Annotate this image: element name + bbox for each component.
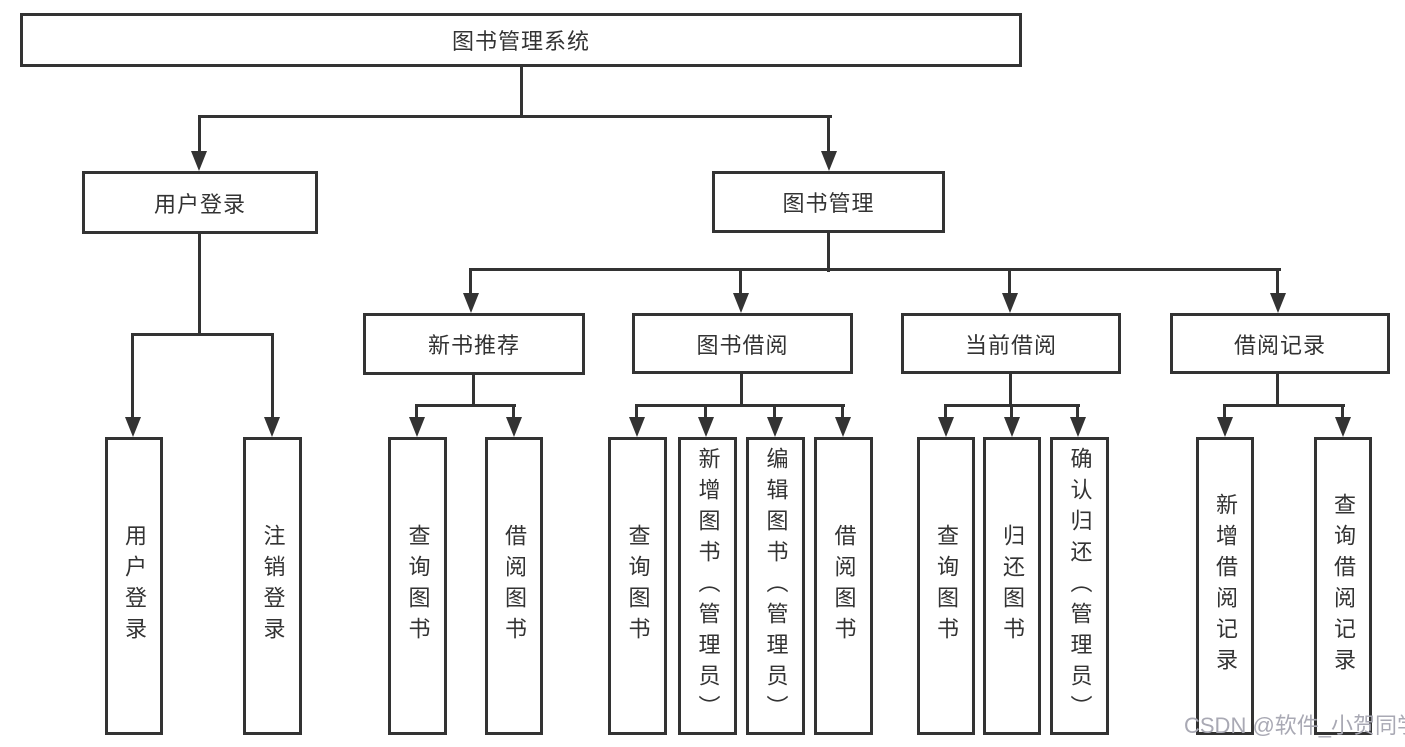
arrowhead-down-icon	[463, 293, 479, 313]
connector-records-rail	[1223, 404, 1345, 407]
connector-root-to-login	[198, 115, 201, 153]
leaf-recommend-query-book: 查询图书	[388, 437, 447, 735]
node-new-book-recommend: 新书推荐	[363, 313, 585, 375]
connector-management-to-records	[1276, 268, 1279, 293]
connector-recommend-to-borrow	[512, 404, 515, 417]
arrowhead-down-icon	[1004, 417, 1020, 437]
leaf-recommend-borrow-book: 借阅图书	[485, 437, 543, 735]
connector-login-to-logout	[271, 333, 274, 417]
connector-root-stem	[520, 67, 523, 118]
connector-login-to-userlogin	[131, 333, 134, 417]
arrowhead-down-icon	[938, 417, 954, 437]
leaf-current-query-book: 查询图书	[917, 437, 975, 735]
arrowhead-down-icon	[125, 417, 141, 437]
connector-records-to-add	[1223, 404, 1226, 417]
arrowhead-down-icon	[1002, 293, 1018, 313]
leaf-records-query-record: 查询借阅记录	[1314, 437, 1372, 735]
connector-management-to-recommend	[469, 268, 472, 293]
leaf-borrow-borrow-book: 借阅图书	[814, 437, 873, 735]
arrowhead-down-icon	[264, 417, 280, 437]
connector-root-rail	[198, 115, 832, 118]
connector-records-stem	[1276, 374, 1279, 407]
leaf-recommend-borrow-book-label: 借阅图书	[502, 524, 527, 648]
connector-borrow-rail	[635, 404, 845, 407]
connector-borrow-to-add	[704, 404, 707, 417]
arrowhead-down-icon	[835, 417, 851, 437]
arrowhead-down-icon	[1335, 417, 1351, 437]
arrowhead-down-icon	[733, 293, 749, 313]
leaf-records-query-record-label: 查询借阅记录	[1331, 493, 1356, 679]
node-user-login: 用户登录	[82, 171, 318, 234]
connector-borrow-stem	[740, 373, 743, 407]
connector-management-rail	[470, 268, 1281, 271]
connector-current-stem	[1009, 373, 1012, 407]
connector-recommend-stem	[472, 374, 475, 407]
leaf-borrow-query-book: 查询图书	[608, 437, 667, 735]
connector-current-to-confirm	[1076, 404, 1079, 417]
connector-management-to-current	[1008, 268, 1011, 293]
arrowhead-down-icon	[506, 417, 522, 437]
node-current-borrow: 当前借阅	[901, 313, 1121, 374]
leaf-recommend-query-book-label: 查询图书	[405, 524, 431, 648]
arrowhead-down-icon	[191, 151, 207, 171]
connector-borrow-to-borrowbook	[841, 404, 844, 417]
leaf-records-add-record-label: 新增借阅记录	[1213, 493, 1238, 679]
leaf-logout: 注销登录	[243, 437, 302, 735]
arrowhead-down-icon	[409, 417, 425, 437]
arrowhead-down-icon	[629, 417, 645, 437]
arrowhead-down-icon	[1217, 417, 1233, 437]
leaf-current-return-book: 归还图书	[983, 437, 1041, 735]
connector-login-rail	[132, 333, 274, 336]
leaf-current-return-book-label: 归还图书	[1000, 524, 1025, 648]
arrowhead-down-icon	[1070, 417, 1086, 437]
node-book-borrow: 图书借阅	[632, 313, 853, 374]
node-borrow-records: 借阅记录	[1170, 313, 1390, 374]
leaf-borrow-edit-book-label: 编辑图书（管理员）	[763, 446, 789, 726]
leaf-borrow-edit-book: 编辑图书（管理员）	[746, 437, 805, 735]
leaf-user-login-label: 用户登录	[122, 524, 147, 648]
connector-borrow-to-query	[635, 404, 638, 417]
arrowhead-down-icon	[767, 417, 783, 437]
connector-root-to-management	[827, 115, 830, 153]
connector-management-stem	[827, 232, 830, 272]
node-root: 图书管理系统	[20, 13, 1022, 67]
connector-management-to-borrow	[739, 268, 742, 293]
connector-current-to-query	[944, 404, 947, 417]
arrowhead-down-icon	[1270, 293, 1286, 313]
leaf-borrow-add-book-label: 新增图书（管理员）	[695, 446, 721, 726]
leaf-borrow-query-book-label: 查询图书	[625, 524, 651, 648]
leaf-logout-label: 注销登录	[260, 524, 286, 648]
leaf-current-query-book-label: 查询图书	[934, 524, 959, 648]
connector-current-to-return	[1010, 404, 1013, 417]
leaf-borrow-borrow-book-label: 借阅图书	[831, 524, 857, 648]
connector-login-stem	[198, 233, 201, 336]
connector-borrow-to-edit	[773, 404, 776, 417]
node-book-management: 图书管理	[712, 171, 945, 233]
leaf-user-login: 用户登录	[105, 437, 163, 735]
arrowhead-down-icon	[698, 417, 714, 437]
watermark: CSDN @软件_小贺同学	[1184, 713, 1405, 738]
connector-records-to-query	[1341, 404, 1344, 417]
connector-recommend-rail	[416, 404, 516, 407]
connector-recommend-to-query	[415, 404, 418, 417]
leaf-current-confirm-return-label: 确认归还（管理员）	[1067, 446, 1093, 726]
leaf-current-confirm-return: 确认归还（管理员）	[1050, 437, 1109, 735]
leaf-borrow-add-book: 新增图书（管理员）	[678, 437, 737, 735]
leaf-records-add-record: 新增借阅记录	[1196, 437, 1254, 735]
arrowhead-down-icon	[821, 151, 837, 171]
